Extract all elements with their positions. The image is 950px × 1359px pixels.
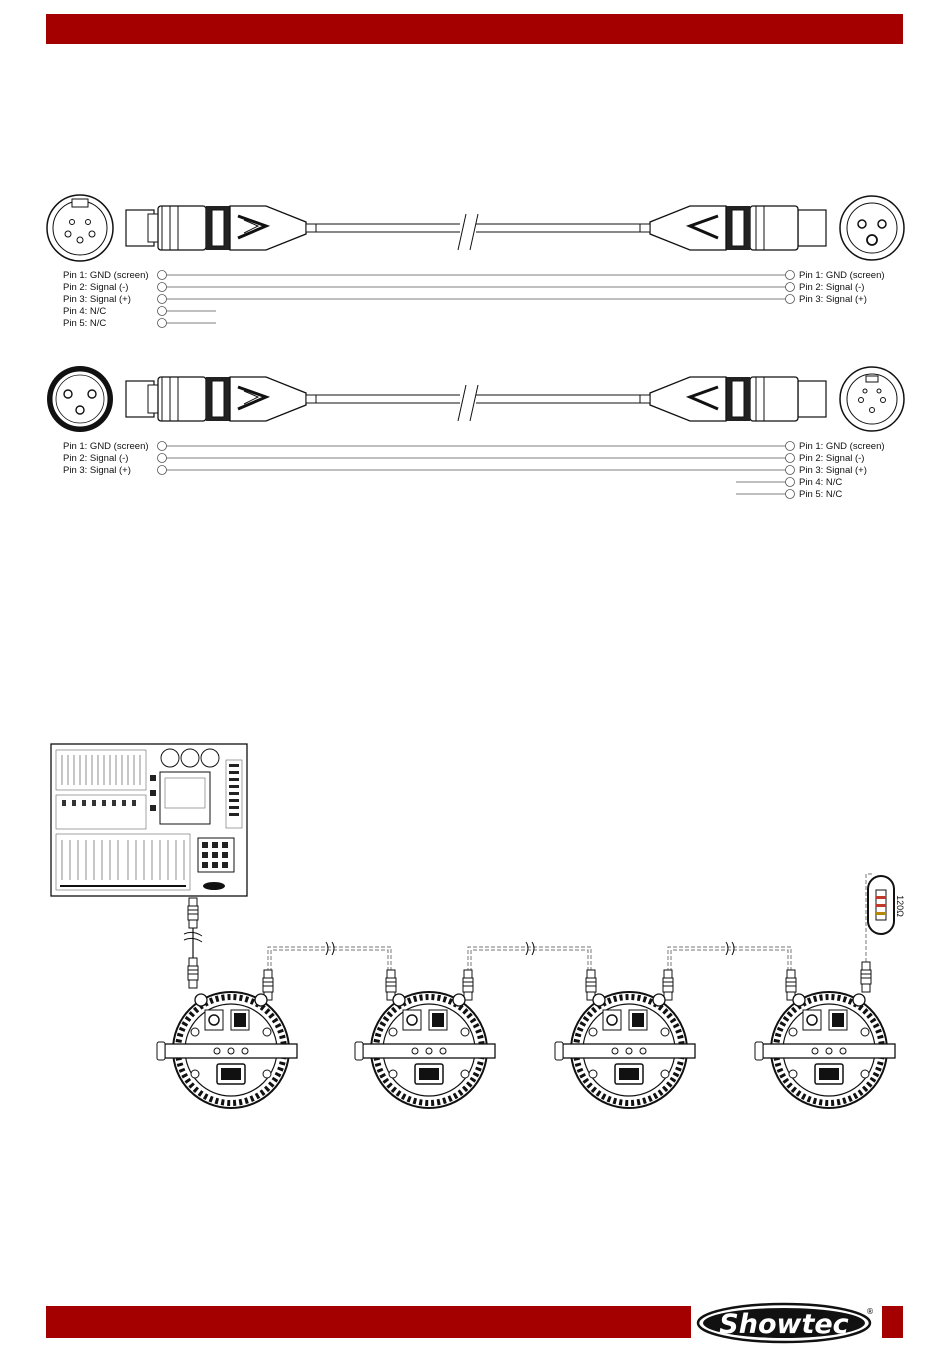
- xlr-male-3pin-icon: [840, 196, 904, 260]
- dmx-controller-icon: [51, 744, 247, 896]
- cable-break-marks: [326, 942, 734, 955]
- cable2-pin-lines: [158, 442, 795, 499]
- xlr-male-5pin-icon: [840, 367, 904, 431]
- xlr-female-3pin-icon: [47, 366, 113, 432]
- xlr-male-plug: [640, 206, 826, 250]
- par-fixture-icon: [755, 992, 895, 1108]
- terminator-icon: 120Ω: [861, 874, 905, 992]
- daisy-chain-cables: [268, 947, 791, 972]
- xlr-female-plug: [126, 206, 316, 250]
- par-fixture-icon: [355, 992, 495, 1108]
- cable1-pin-lines: [158, 271, 795, 328]
- xlr-male-plug: [640, 377, 826, 421]
- terminator-label: 120Ω: [895, 895, 905, 917]
- par-fixture-icon: [157, 992, 297, 1108]
- par-fixture-icon: [555, 992, 695, 1108]
- xlr-female-plug: [126, 377, 316, 421]
- controller-cable: [184, 898, 202, 988]
- xlr-female-5pin-icon: [47, 195, 113, 261]
